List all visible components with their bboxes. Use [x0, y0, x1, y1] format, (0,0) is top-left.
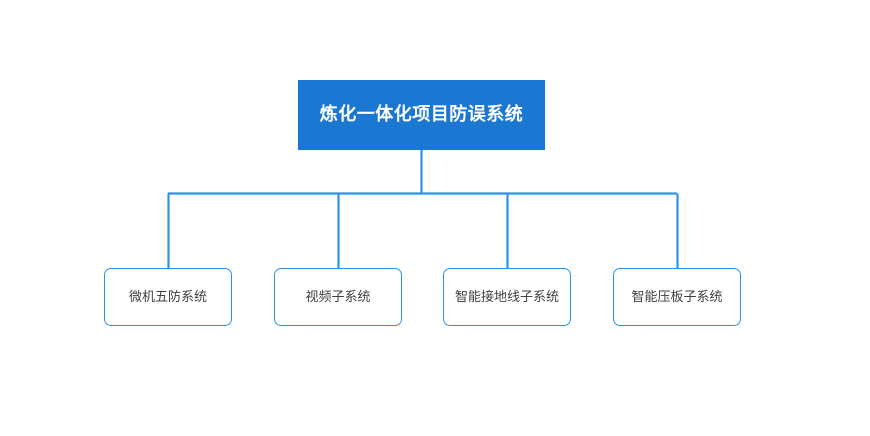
- node-child-0-label: 微机五防系统: [128, 289, 207, 305]
- node-child-1[interactable]: 视频子系统: [274, 268, 402, 326]
- node-child-0[interactable]: 微机五防系统: [104, 268, 232, 326]
- node-child-1-label: 视频子系统: [305, 289, 371, 305]
- node-child-2[interactable]: 智能接地线子系统: [443, 268, 571, 326]
- node-child-3[interactable]: 智能压板子系统: [613, 268, 741, 326]
- node-child-3-label: 智能压板子系统: [631, 289, 723, 305]
- node-root[interactable]: 炼化一体化项目防误系统: [298, 80, 545, 150]
- node-root-label: 炼化一体化项目防误系统: [319, 104, 524, 125]
- node-child-2-label: 智能接地线子系统: [454, 289, 559, 305]
